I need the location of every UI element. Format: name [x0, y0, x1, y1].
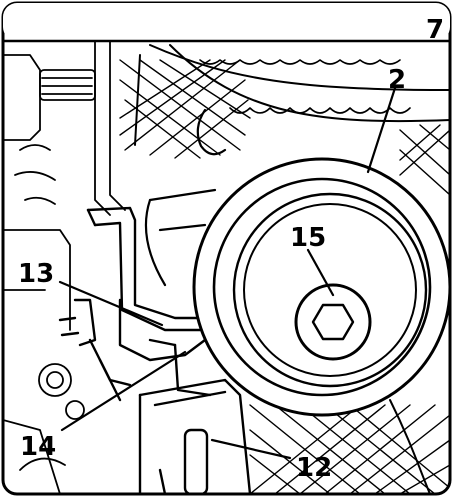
pulley-hex-bolt — [294, 283, 372, 361]
leader-15 — [306, 248, 335, 297]
leader-12 — [210, 438, 292, 460]
guide-rail — [144, 108, 227, 287]
tensioner-arm — [88, 298, 212, 402]
sprocket-pattern-lower — [249, 124, 450, 494]
callout-12: 12 — [296, 453, 332, 483]
engine-block-left — [3, 39, 126, 494]
step-number: 7 — [426, 15, 444, 45]
leader-13 — [58, 280, 164, 327]
callout-15: 15 — [290, 223, 326, 253]
callout-2: 2 — [388, 65, 406, 95]
timing-cover-housing — [138, 378, 252, 494]
leader-14 — [60, 350, 187, 432]
belt-lower-right — [389, 399, 431, 494]
step-band — [3, 3, 450, 41]
callout-14: 14 — [20, 432, 56, 462]
tensioner-bracket — [58, 206, 202, 347]
sprocket-pattern — [119, 54, 251, 159]
callout-13: 13 — [18, 259, 54, 289]
callout-leaders — [58, 86, 397, 460]
leader-2 — [366, 86, 397, 174]
